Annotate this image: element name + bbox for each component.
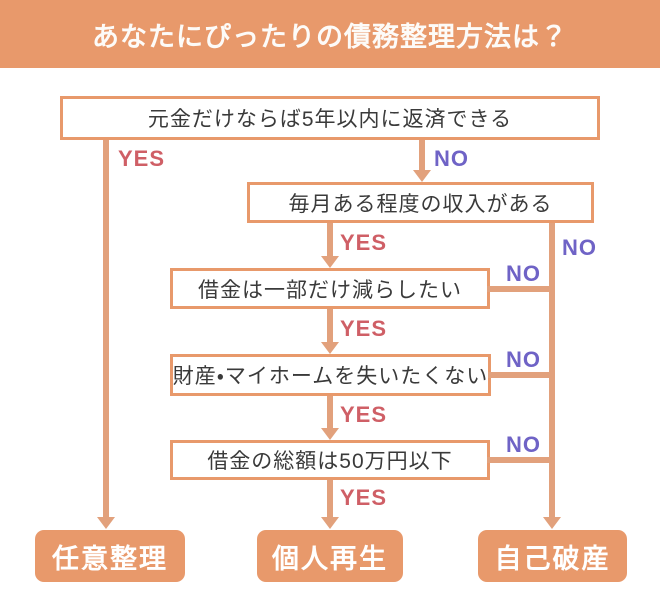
connector-q3-yes-to-q4 [321,309,339,354]
yes-label-q5: YES [340,485,388,510]
question-box-keep-property-home: 財産・マイホームを失いたくない [170,354,491,396]
arrow-down-icon [543,517,561,529]
connector-q2-yes-to-q3 [321,223,339,268]
result-label: 任意整理 [52,543,168,574]
connector-q5-no-to-rail [487,457,549,463]
arrow-down-icon [321,517,339,529]
arrow-down-icon [413,170,431,182]
connector-q5-yes-to-result2 [321,480,339,529]
question-text: 借金の総額は50万円以下 [207,450,453,473]
question-box-repay-within-5-years: 元金だけならば5年以内に返済できる [60,96,600,140]
connector-q4-no-to-rail [488,372,549,378]
question-text: 毎月ある程度の収入がある [288,192,553,216]
page-title-text: あなたにぴったりの債務整理方法は？ [92,21,568,52]
yes-label-q3: YES [340,316,388,341]
yes-label-q2: YES [340,230,388,255]
page-title: あなたにぴったりの債務整理方法は？ [0,0,660,68]
yes-label-q1: YES [118,146,166,171]
yes-label-q4: YES [340,402,388,427]
question-box-reduce-part-of-debt: 借金は一部だけ減らしたい [170,268,490,309]
result-label: 自己破産 [494,543,611,574]
result-label: 個人再生 [272,543,388,574]
arrow-down-icon [321,342,339,354]
question-text: 財産・マイホームを失いたくない [172,365,489,388]
no-label-q2: NO [562,235,597,260]
question-text: 元金だけならば5年以内に返済できる [147,108,513,131]
arrow-down-icon [97,517,115,529]
question-text: 借金は一部だけ減らしたい [198,278,462,302]
result-box-self-bankruptcy: 自己破産 [478,530,627,582]
no-label-q1: NO [434,146,469,171]
result-box-individual-rehabilitation: 個人再生 [257,530,403,582]
connector-q3-no-to-rail [487,286,549,292]
arrow-down-icon [321,256,339,268]
result-box-voluntary-settlement: 任意整理 [35,530,185,582]
connector-q4-yes-to-q5 [321,396,339,440]
no-label-q4: NO [506,347,541,372]
no-label-q3: NO [506,261,541,286]
question-box-total-debt-under-500k: 借金の総額は50万円以下 [170,440,490,480]
connector-no-rail-to-result3 [543,223,561,529]
question-box-monthly-income: 毎月ある程度の収入がある [247,182,594,223]
connector-q1-yes-to-result1 [97,140,115,529]
connector-q1-no-to-q2 [413,140,431,182]
no-label-q5: NO [506,432,541,457]
arrow-down-icon [321,428,339,440]
